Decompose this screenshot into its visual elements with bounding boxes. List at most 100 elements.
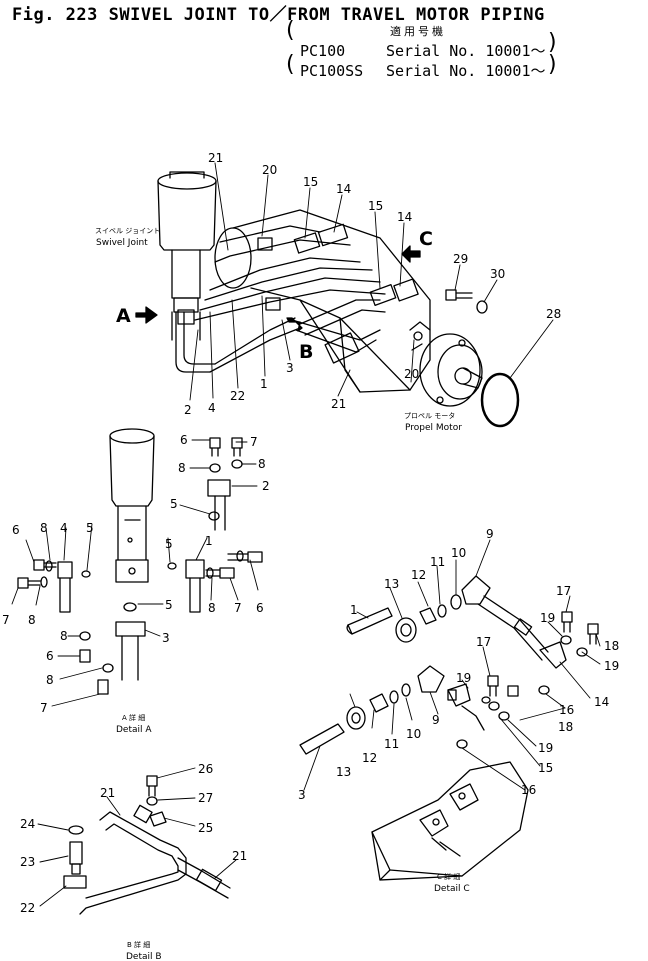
callout-5: 5 [165,598,173,612]
callout-5: 5 [170,497,178,511]
callout-30: 30 [490,267,505,281]
callout-29: 29 [453,252,468,266]
callout-1: 1 [205,534,213,548]
serial-model: PC100 [300,42,346,60]
callout-21: 21 [100,786,115,800]
callout-6: 6 [12,523,20,537]
detail-b-drawing [63,775,231,915]
callout-20: 20 [404,367,419,381]
applicable-label: 適用号機 [390,25,446,38]
callout-21: 21 [208,151,223,165]
callout-8: 8 [28,613,36,627]
detail-c-callouts: 9 13 12 11 10 1 17 19 18 19 14 17 19 18 … [298,527,619,894]
detail-a-label: Detail A [116,725,152,735]
callout-8: 8 [208,601,216,615]
bolt-29-and-washer-30 [445,289,488,314]
detail-b-callouts: 26 27 25 21 24 23 21 22 B 詳 細 Detail B [20,762,247,961]
propel-motor-label: Propel Motor [405,423,462,433]
callout-18: 18 [604,639,619,653]
callout-25: 25 [198,821,213,835]
callout-4: 4 [60,521,68,535]
callout-17: 17 [476,635,491,649]
callout-18: 18 [558,720,573,734]
callout-8: 8 [60,629,68,643]
callout-17: 17 [556,584,571,598]
detail-c-label: Detail C [434,884,470,894]
callout-7: 7 [2,613,10,627]
callout-10: 10 [451,546,466,560]
main-callouts: 21 20 15 14 15 14 29 30 28 2 4 22 1 3 21… [184,151,561,417]
callout-11: 11 [384,737,399,751]
callout-21: 21 [331,397,346,411]
callout-3: 3 [298,788,306,802]
callout-26: 26 [198,762,213,776]
bracket-right-2: ) [548,52,557,77]
callout-7: 7 [40,701,48,715]
callout-22: 22 [20,901,35,915]
serial-number: Serial No. 10001～ [386,62,546,80]
callout-6: 6 [180,433,188,447]
callout-22: 22 [230,389,245,403]
detail-c-leader-lines [303,539,601,791]
callout-11: 11 [430,555,445,569]
swivel-joint-label-jp: スイベル ジョイント [95,227,160,235]
arrow-a [135,306,158,324]
callout-9: 9 [486,527,494,541]
serial-number: Serial No. 10001～ [386,42,546,60]
swivel-joint-drawing [157,171,217,373]
callout-27: 27 [198,791,213,805]
main-labels: スイベル ジョイント Swivel Joint プロペル モータ Propel … [95,227,462,433]
callout-8: 8 [40,521,48,535]
callout-13: 13 [336,765,351,779]
detail-b-label: Detail B [126,952,162,961]
callout-14: 14 [336,182,351,196]
travel-motor-body [214,209,483,407]
arrow-c [401,245,421,263]
callout-6: 6 [256,601,264,615]
callout-3: 3 [286,361,294,375]
view-letter-b: B [299,341,313,363]
detail-a-label-jp: A 詳 細 [122,713,145,722]
arrow-b [286,317,303,332]
main-leader-lines [189,162,554,401]
callout-21: 21 [232,849,247,863]
serial-model: PC100SS [300,62,364,80]
view-letter-a: A [116,305,131,327]
detail-c-drawing [299,575,599,881]
bracket-left-2: ( [286,52,295,77]
serial-row-1: PC100 Serial No. 10001～ [300,40,546,61]
callout-2: 2 [262,479,270,493]
detail-a-drawing [17,428,263,695]
callout-7: 7 [234,601,242,615]
detail-b-label-jp: B 詳 細 [127,940,150,949]
callout-1: 1 [260,377,268,391]
callout-14: 14 [594,695,609,709]
serial-row-2: PC100SS Serial No. 10001～ [300,60,546,81]
callout-13: 13 [384,577,399,591]
callout-7: 7 [250,435,258,449]
figure-title: Fig. 223 SWIVEL JOINT TO／FROM TRAVEL MOT… [12,5,545,25]
view-letter-c: C [419,228,433,250]
propel-motor-label-jp: プロペル モータ [404,411,455,420]
callout-16: 16 [559,703,574,717]
swivel-joint-label: Swivel Joint [96,238,148,248]
detail-a-leader-lines [11,439,259,707]
callout-10: 10 [406,727,421,741]
callout-16: 16 [521,783,536,797]
callout-5: 5 [165,537,173,551]
callout-1: 1 [350,603,358,617]
detail-c-label-jp: C 詳 細 [437,872,460,881]
callout-19: 19 [456,671,471,685]
callout-12: 12 [411,568,426,582]
callout-28: 28 [546,307,561,321]
callout-6: 6 [46,649,54,663]
bracket-right-1: ) [548,30,557,55]
callout-24: 24 [20,817,35,831]
callout-9: 9 [432,713,440,727]
callout-15: 15 [538,761,553,775]
callout-8: 8 [46,673,54,687]
detail-a-callouts: 6 7 8 8 2 5 6 8 4 5 7 8 5 1 8 7 6 5 3 8 … [2,433,270,735]
callout-3: 3 [162,631,170,645]
detail-b-leader-lines [37,767,237,907]
